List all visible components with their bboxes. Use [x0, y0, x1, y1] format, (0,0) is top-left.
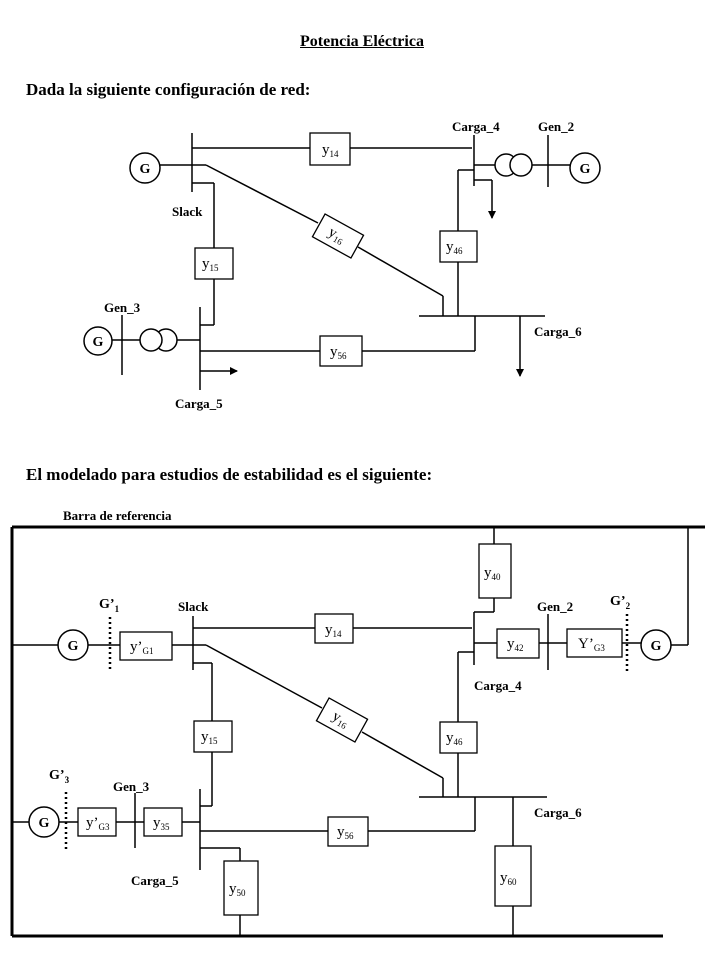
admittance-box-yg1 — [119, 631, 173, 661]
svg-text:y46: y46 — [446, 730, 463, 747]
svg-text:G: G — [580, 162, 591, 177]
label-carga5-model: Carga_5 — [131, 873, 179, 888]
svg-text:y60: y60 — [500, 870, 517, 887]
generator-symbol-g2 — [569, 152, 601, 184]
admittance-box-y60 — [494, 845, 532, 907]
label-slack: Slack — [172, 204, 203, 219]
svg-text:y46: y46 — [446, 239, 463, 256]
admittance-box-y50 — [223, 860, 259, 916]
admittance-box-y15-model — [193, 720, 233, 753]
label-carga4: Carga_4 — [452, 119, 500, 134]
admittance-box-y42 — [496, 628, 540, 659]
admittance-box-y56 — [319, 335, 363, 367]
page-title: Potencia Eléctrica — [300, 33, 424, 50]
label-carga6-model: Carga_6 — [534, 805, 582, 820]
admittance-box-y35 — [143, 807, 183, 837]
svg-text:y’G3: y’G3 — [86, 815, 110, 832]
svg-text:G: G — [39, 816, 50, 831]
admittance-box-y16 — [311, 213, 365, 259]
gen-symbol-label: G — [140, 162, 151, 177]
svg-text:y35: y35 — [153, 815, 170, 832]
label-carga4-model: Carga_4 — [474, 678, 522, 693]
label-gen3: Gen_3 — [104, 300, 141, 315]
admittance-box-y40 — [478, 543, 512, 599]
admittance-box-y46 — [439, 230, 478, 263]
label-carga6: Carga_6 — [534, 324, 582, 339]
label-g2-prime: G’2 — [610, 594, 631, 611]
network-diagram: G y14 y16 y15 G — [83, 119, 601, 411]
label-barra-referencia: Barra de referencia — [63, 508, 172, 523]
admittance-box-y14 — [309, 132, 351, 166]
generator-symbol-g3 — [83, 326, 113, 356]
svg-text:G: G — [93, 335, 104, 350]
svg-text:G: G — [68, 639, 79, 654]
svg-text:y56: y56 — [337, 824, 354, 841]
svg-text:y14: y14 — [322, 142, 339, 159]
label-gen2-model: Gen_2 — [537, 599, 573, 614]
svg-text:Y’G3: Y’G3 — [578, 636, 605, 653]
admittance-box-y56-model — [327, 816, 369, 847]
admittance-box-y15 — [194, 247, 234, 280]
svg-text:y42: y42 — [507, 636, 524, 653]
svg-text:y15: y15 — [202, 256, 219, 273]
svg-text:y40: y40 — [484, 565, 501, 582]
svg-text:y14: y14 — [325, 622, 342, 639]
svg-text:y56: y56 — [330, 344, 347, 361]
svg-text:y50: y50 — [229, 881, 246, 898]
label-slack-model: Slack — [178, 599, 209, 614]
label-g1-prime: G’1 — [99, 597, 120, 614]
svg-text:y’G1: y’G1 — [130, 639, 154, 656]
label-g3-prime: G’3 — [49, 768, 70, 785]
stability-model-diagram: Barra de referencia G y’G1 G’1 Slack y14… — [10, 508, 705, 938]
svg-text:y15: y15 — [201, 729, 218, 746]
label-carga5: Carga_5 — [175, 396, 223, 411]
svg-text:G: G — [651, 639, 662, 654]
generator-symbol-g1 — [129, 152, 161, 184]
admittance-box-y16-model — [315, 697, 369, 743]
heading-network-configuration: Dada la siguiente configuración de red: — [26, 80, 311, 99]
label-gen3-model: Gen_3 — [113, 779, 150, 794]
heading-stability-model: El modelado para estudios de estabilidad… — [26, 465, 433, 484]
label-gen2: Gen_2 — [538, 119, 574, 134]
admittance-box-y14-model — [314, 613, 354, 644]
